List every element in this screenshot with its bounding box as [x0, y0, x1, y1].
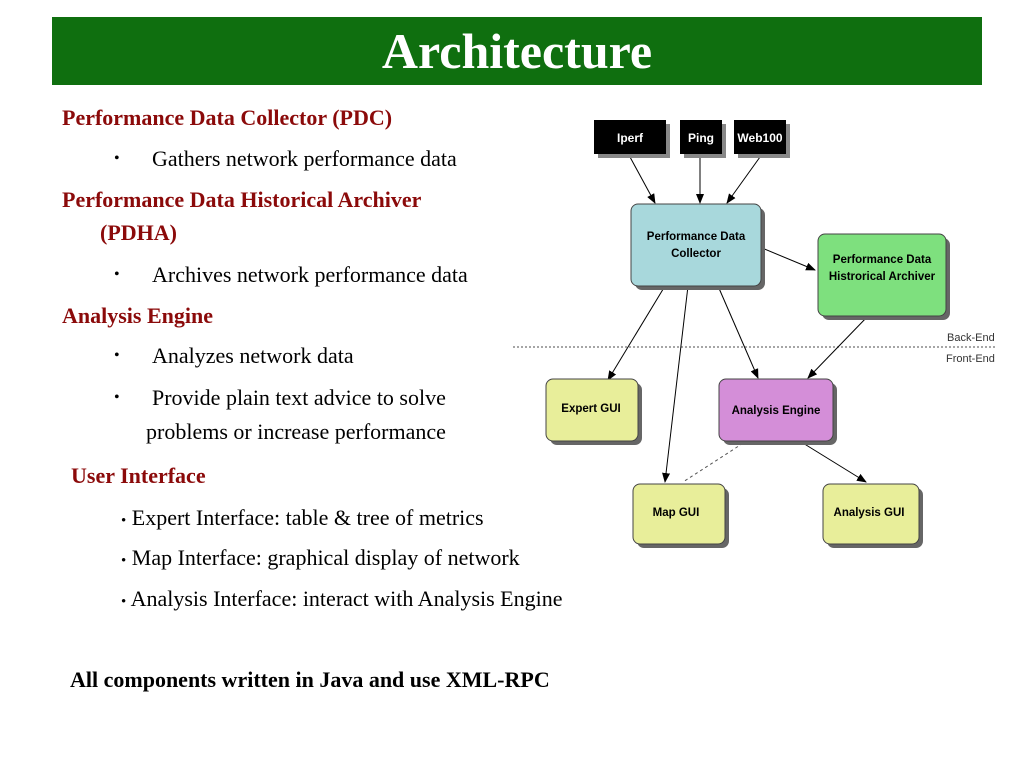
- analysis-engine-heading: Analysis Engine: [62, 303, 213, 328]
- user-interface-heading: User Interface: [71, 463, 206, 488]
- bullet-dot: •: [114, 266, 120, 283]
- analysis-engine-label: Analysis Engine: [732, 405, 821, 417]
- analysis-gui-node: Analysis GUI: [822, 483, 923, 548]
- ui-item-text: Analysis Interface: interact with Analys…: [130, 586, 563, 611]
- bullet-dot: •: [114, 389, 120, 406]
- connector-collector-map: [662, 285, 689, 483]
- bullet-dot: •: [114, 347, 120, 364]
- ui-item-expert: • Expert Interface: table & tree of metr…: [121, 503, 484, 536]
- ui-item-text: Expert Interface: table & tree of metric…: [131, 505, 484, 530]
- connector-collector-archiver: [761, 247, 816, 271]
- connector-engine-map: [682, 439, 749, 483]
- archiver-label-2: Histrorical Archiver: [829, 271, 936, 283]
- analysis-gui-label: Analysis GUI: [834, 507, 905, 519]
- source-iperf-label: Iperf: [617, 131, 644, 145]
- analysis-engine-bullet-2-line2: problems or increase performance: [146, 419, 446, 444]
- map-gui-node: Map GUI: [632, 483, 729, 548]
- connector-archiver-engine: [807, 315, 869, 379]
- pdha-heading-line1: Performance Data Historical Archiver: [62, 187, 422, 212]
- connector-web100-collector: [726, 156, 761, 204]
- connectors: [607, 156, 869, 483]
- source-iperf: Iperf: [594, 120, 670, 158]
- source-web100-label: Web100: [737, 131, 782, 145]
- footer-note: All components written in Java and use X…: [70, 667, 550, 692]
- connector-collector-expert: [607, 285, 666, 381]
- analysis-engine-bullet-2-line1: Provide plain text advice to solve: [152, 385, 446, 410]
- collector-label-1: Performance Data: [647, 231, 746, 243]
- title-bar: Architecture: [52, 17, 982, 85]
- expert-gui-label: Expert GUI: [561, 403, 620, 415]
- slide-title: Architecture: [381, 23, 653, 79]
- map-gui-label: Map GUI: [653, 507, 700, 519]
- source-web100: Web100: [734, 120, 790, 158]
- pdc-heading: Performance Data Collector (PDC): [62, 105, 393, 130]
- ui-item-text: Map Interface: graphical display of netw…: [131, 545, 520, 570]
- source-ping-label: Ping: [688, 131, 714, 145]
- ui-item-analysis: • Analysis Interface: interact with Anal…: [121, 584, 563, 617]
- bullet-dot: •: [121, 553, 127, 569]
- pdha-bullet-text: Archives network performance data: [152, 262, 468, 287]
- ui-item-map: • Map Interface: graphical display of ne…: [121, 543, 520, 576]
- connector-collector-engine: [717, 285, 759, 379]
- pdha-heading-line2: (PDHA): [100, 220, 177, 245]
- analysis-engine-bullet-1-text: Analyzes network data: [152, 343, 354, 368]
- archiver-label-1: Performance Data: [833, 254, 932, 266]
- expert-gui-node: Expert GUI: [545, 378, 642, 445]
- back-end-label: Back-End: [947, 332, 995, 344]
- collector-label-2: Collector: [671, 248, 721, 260]
- connector-iperf-collector: [629, 156, 656, 204]
- pdc-bullet-text: Gathers network performance data: [152, 146, 457, 171]
- bullet-dot: •: [121, 513, 127, 529]
- front-end-label: Front-End: [946, 353, 995, 365]
- collector-node: Performance Data Collector: [630, 203, 765, 290]
- archiver-node: Performance Data Histrorical Archiver: [817, 233, 950, 320]
- source-ping: Ping: [680, 120, 726, 158]
- bullet-dot: •: [121, 594, 127, 610]
- connector-engine-analysisgui: [797, 439, 867, 483]
- bullet-dot: •: [114, 150, 120, 167]
- analysis-engine-node: Analysis Engine: [718, 378, 837, 445]
